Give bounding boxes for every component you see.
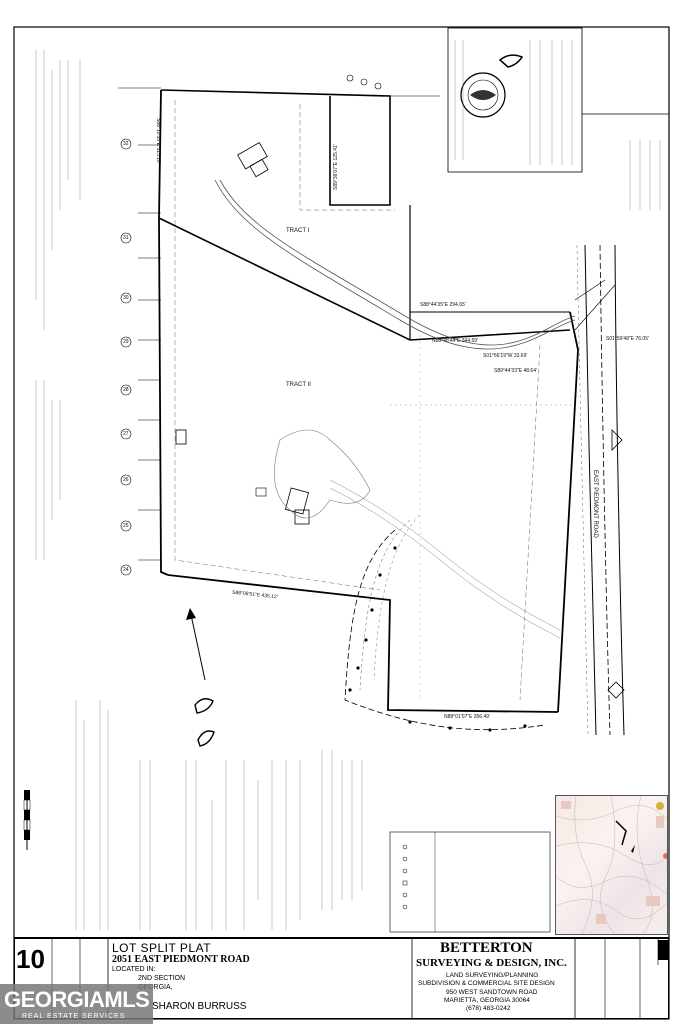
surveyor-services-2: SUBDIVISION & COMMERCIAL SITE DESIGN (418, 980, 555, 987)
bearing-label-8: S01°56'19"W 33.69' (483, 353, 528, 359)
bearing-label-4: N88°48'44"E 344.59' (432, 338, 478, 344)
sheet-border (13, 26, 670, 1020)
lot-number: 29 (123, 339, 129, 345)
west-boundary (158, 89, 169, 576)
bearing-label-1: S88°10'35"E 313.10' (155, 118, 161, 164)
lot-number: 32 (123, 141, 129, 147)
north-arrow (186, 608, 215, 747)
surveyor-seal (460, 72, 506, 118)
surveyor-name-line1: BETTERTON (440, 940, 533, 956)
watermark-tagline: REAL ESTATE SERVICES (22, 1013, 126, 1020)
owner-name: SHARON BURRUSS (152, 1001, 247, 1012)
bearing-label-9: S89°44'33"E 48.64' (494, 368, 537, 374)
graphic-scale (23, 790, 31, 850)
bearing-label-6: N88°01'07"E 356.49' (444, 714, 490, 720)
south-boundary (167, 574, 559, 713)
tract2-label: TRACT II (286, 382, 311, 388)
bearing-label-2: S89°36'07"E 125.41' (333, 144, 339, 190)
plat-address: 2051 EAST PIEDMONT ROAD (112, 954, 250, 965)
surveyor-street: 950 WEST SANDTOWN ROAD (446, 989, 538, 996)
lot-number: 27 (123, 431, 129, 437)
lot-number: 30 (123, 295, 129, 301)
east-boundary (557, 311, 579, 713)
location-map-graphic (556, 796, 667, 934)
mls-watermark (0, 984, 153, 1024)
seal-box (447, 27, 583, 173)
road-name-label: EAST PIEDMONT ROAD (592, 470, 598, 538)
located-in-label: LOCATED IN: (112, 966, 156, 973)
tract-divider-line (158, 217, 571, 341)
watermark-brand: GEORGIAMLS (4, 987, 150, 1012)
county-text: GEORGIA, (138, 984, 173, 991)
lot-number: 24 (123, 567, 129, 573)
lot-number: 31 (123, 235, 129, 241)
sheet-number: 10 (16, 944, 45, 974)
lot-number: 25 (123, 523, 129, 529)
lot-number: 28 (123, 387, 129, 393)
plat-title: LOT SPLIT PLAT (112, 941, 212, 955)
bearing-label-3: S88°44'35"E 294.65' (420, 302, 466, 308)
surveyor-city: MARIETTA, GEORGIA 30064 (444, 997, 530, 1004)
tract1-upper-boundary (160, 89, 391, 206)
lot-number: 26 (123, 477, 129, 483)
section-text: 2ND SECTION (138, 975, 186, 982)
surveyor-services-1: LAND SURVEYING/PLANNING (446, 972, 539, 979)
legend-box (389, 831, 551, 933)
tract1-label: TRACT I (286, 228, 310, 234)
title-block (14, 937, 669, 1019)
surveyor-name-line2: SURVEYING & DESIGN, INC. (416, 957, 567, 969)
bearing-label-7: S01°59'48"E 76.05' (606, 336, 649, 342)
surveyor-phone: (678) 483-0242 (466, 1005, 511, 1012)
location-map (555, 795, 668, 935)
